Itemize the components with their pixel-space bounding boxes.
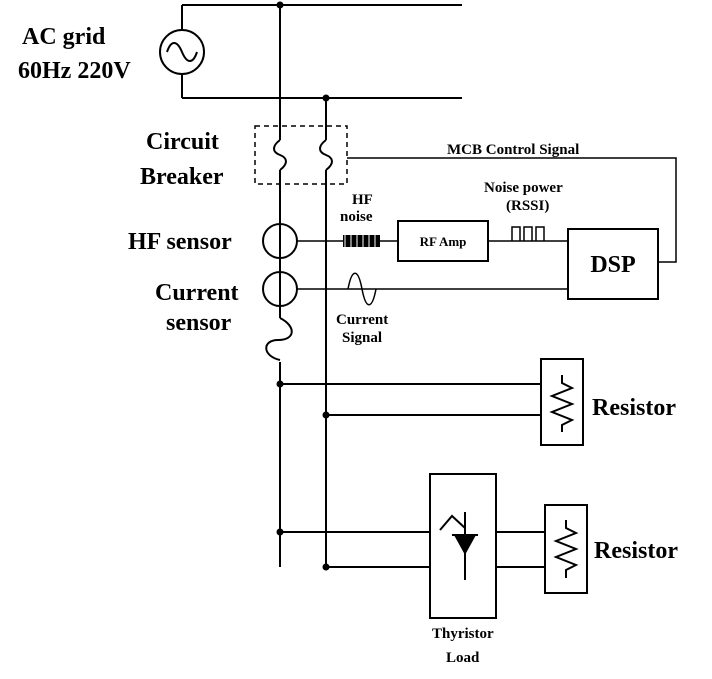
breaker-label-line2: Breaker — [140, 164, 224, 190]
thyristor-label-line1: Thyristor — [432, 626, 494, 642]
dsp-label: DSP — [590, 252, 635, 278]
resistor-1-label: Resistor — [592, 395, 676, 421]
hf-noise-label-line1: HF — [352, 192, 373, 208]
current-coil-icon — [265, 317, 293, 361]
resistor-2-label: Resistor — [594, 538, 678, 564]
thyristor-label-line2: Load — [446, 650, 480, 666]
noise-pulse-icon — [511, 226, 545, 241]
source-label-line1: AC grid — [22, 24, 106, 50]
thyristor-icon — [439, 512, 478, 580]
dsp-box — [567, 228, 659, 300]
hf-sensor-label: HF sensor — [128, 229, 232, 255]
mcb-signal-label: MCB Control Signal — [447, 142, 579, 158]
hf-noise-inductor-icon — [343, 235, 380, 247]
current-signal-label-line2: Signal — [342, 330, 382, 346]
resistor-1-box — [540, 358, 584, 446]
noise-power-label-line2: (RSSI) — [506, 198, 549, 214]
ac-source — [159, 5, 205, 98]
resistor-2-box — [544, 504, 588, 594]
circuit-breaker — [254, 125, 348, 185]
resistor-2-icon — [553, 520, 579, 578]
noise-power-label-line1: Noise power — [484, 180, 563, 196]
current-sensor-label-line2: sensor — [166, 310, 232, 336]
mcb-control-line — [347, 157, 677, 263]
breaker-label-line1: Circuit — [146, 129, 219, 155]
resistor-1-icon — [549, 375, 575, 432]
rf-amp-label: RF Amp — [420, 234, 467, 249]
rf-amp-box — [397, 220, 489, 262]
current-sensor-label-line1: Current — [155, 280, 239, 306]
fuse-icon — [273, 139, 287, 171]
current-signal-label-line1: Current — [336, 312, 388, 328]
current-signal-wave-icon — [347, 272, 377, 306]
hf-noise-label-line2: noise — [340, 209, 373, 225]
source-label-line2: 60Hz 220V — [18, 58, 131, 84]
